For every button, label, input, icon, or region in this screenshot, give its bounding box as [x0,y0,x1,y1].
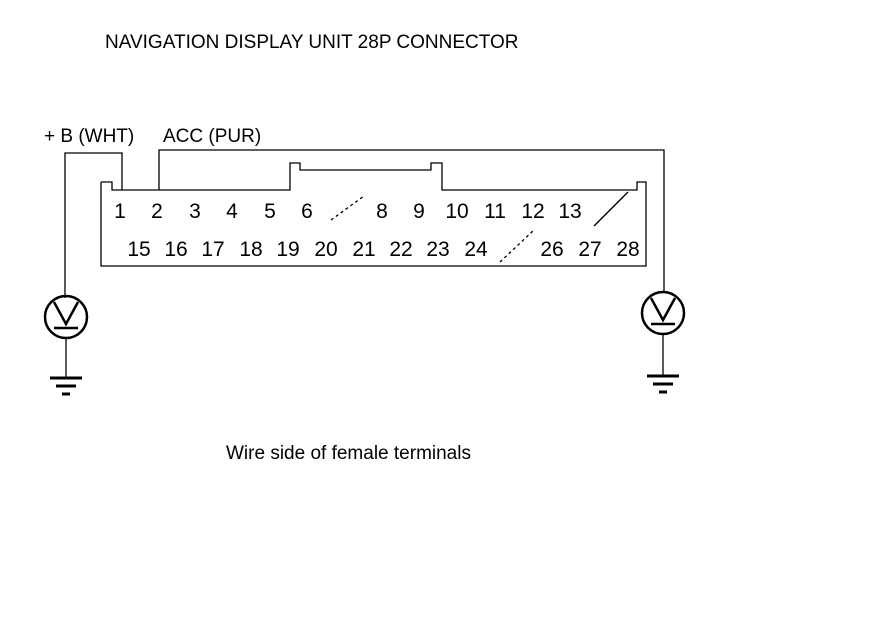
pin-24: 24 [464,238,488,261]
pin-18: 18 [239,238,262,261]
ground-icon [647,374,679,394]
wire-acc [158,149,665,292]
pin-22: 22 [389,238,412,261]
pin-20: 20 [314,238,337,261]
pin-11: 11 [484,200,506,223]
pin-21: 21 [352,238,375,261]
pin-6: 6 [301,200,313,223]
pins-bottom-row: 15 16 17 18 19 20 21 22 23 24 26 27 28 [127,238,639,261]
pin-4: 4 [226,200,238,223]
pin-19: 19 [276,238,299,261]
empty-pin-25-slash [499,229,535,263]
diagram-title: NAVIGATION DISPLAY UNIT 28P CONNECTOR [105,32,519,53]
pin-2: 2 [151,200,163,223]
pin-15: 15 [127,238,150,261]
voltmeter-icon [640,290,686,336]
connector-housing [100,162,647,267]
pin-10: 10 [445,200,468,223]
empty-pin-7-slash [330,195,365,221]
pin-1: 1 [114,200,126,223]
pin-27: 27 [578,238,601,261]
pin-8: 8 [376,200,388,223]
wire-label-plus-b: + B (WHT) [44,126,134,147]
diagram-caption: Wire side of female terminals [226,443,471,464]
pin-3: 3 [189,200,201,223]
pin-23: 23 [426,238,449,261]
pin-5: 5 [264,200,276,223]
pin-13: 13 [558,200,581,223]
wire-plus-b [64,152,123,298]
ground-icon [50,376,82,396]
wire-label-acc: ACC (PUR) [163,126,261,147]
pin-17: 17 [201,238,224,261]
voltmeter-icon [43,294,89,340]
pin-12: 12 [521,200,544,223]
pin-16: 16 [164,238,187,261]
empty-pin-14-slash [593,191,629,227]
pin-28: 28 [616,238,639,261]
pin-9: 9 [413,200,425,223]
pin-26: 26 [540,238,563,261]
pins-top-row: 1 2 3 4 5 6 8 9 10 11 12 13 [114,200,582,223]
